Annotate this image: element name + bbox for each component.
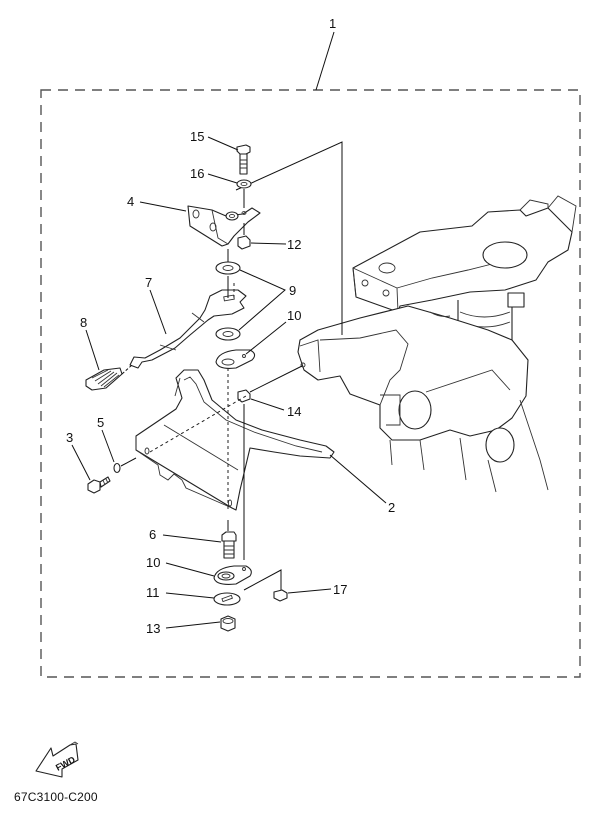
label-6: 6 bbox=[149, 527, 156, 542]
part-16-washer bbox=[236, 179, 252, 189]
leader-16 bbox=[207, 173, 238, 184]
label-3: 3 bbox=[66, 430, 73, 445]
leader-8 bbox=[85, 329, 100, 371]
label-4: 4 bbox=[127, 194, 134, 209]
part-14-nut bbox=[237, 389, 251, 403]
leader-12 bbox=[250, 242, 287, 245]
leader-4 bbox=[139, 201, 187, 212]
label-10-lower: 10 bbox=[146, 555, 160, 570]
part-17-nut bbox=[273, 589, 288, 602]
leader-6 bbox=[162, 534, 222, 543]
mount-housing bbox=[297, 195, 577, 493]
label-12: 12 bbox=[287, 237, 301, 252]
assembly-guide-line bbox=[235, 141, 343, 335]
leader-1 bbox=[315, 31, 335, 91]
part-8-grip bbox=[85, 367, 123, 391]
label-8: 8 bbox=[80, 315, 87, 330]
leader-10-lower bbox=[165, 562, 215, 577]
leader-17 bbox=[287, 588, 332, 594]
part-10-plate-washer-upper bbox=[215, 349, 256, 369]
leader-10-upper bbox=[245, 321, 287, 355]
part-6-bolt bbox=[221, 531, 237, 559]
label-7: 7 bbox=[145, 275, 152, 290]
leader-7 bbox=[149, 289, 167, 335]
leader-9 bbox=[238, 269, 286, 331]
label-10-upper: 10 bbox=[287, 308, 301, 323]
label-16: 16 bbox=[190, 166, 204, 181]
part-11-slotted-washer bbox=[213, 592, 241, 606]
fwd-direction-arrow-icon: FWD bbox=[35, 741, 79, 778]
leader-5 bbox=[101, 429, 115, 463]
part-5-washer bbox=[113, 462, 121, 474]
label-15: 15 bbox=[190, 129, 204, 144]
leader-15 bbox=[207, 136, 239, 151]
part-9-washer-lower bbox=[215, 327, 241, 341]
label-2: 2 bbox=[388, 500, 395, 515]
leader-13 bbox=[165, 621, 221, 629]
label-17: 17 bbox=[333, 582, 347, 597]
label-9: 9 bbox=[289, 283, 296, 298]
part-7-lever bbox=[129, 289, 247, 369]
leader-3 bbox=[71, 444, 91, 481]
label-1: 1 bbox=[329, 16, 336, 31]
label-13: 13 bbox=[146, 621, 160, 636]
bolt-axis-3 bbox=[149, 395, 247, 453]
drawing-code: 67C3100-C200 bbox=[14, 790, 98, 804]
nut-17-guide bbox=[243, 569, 282, 591]
part-15-bolt bbox=[236, 144, 251, 175]
label-5: 5 bbox=[97, 415, 104, 430]
part-13-lock-nut bbox=[220, 615, 236, 632]
part-4-angle-bracket bbox=[187, 205, 261, 247]
part-3-screw bbox=[87, 476, 111, 494]
part-12-nut bbox=[237, 235, 251, 250]
leader-14 bbox=[250, 398, 285, 411]
label-11: 11 bbox=[146, 585, 160, 600]
leader-2 bbox=[329, 454, 387, 504]
leader-11 bbox=[165, 592, 215, 599]
part-9-washer-upper bbox=[215, 261, 241, 275]
part-2-curved-bracket bbox=[135, 369, 335, 511]
label-14: 14 bbox=[287, 404, 301, 419]
assembly-frame bbox=[40, 89, 581, 678]
